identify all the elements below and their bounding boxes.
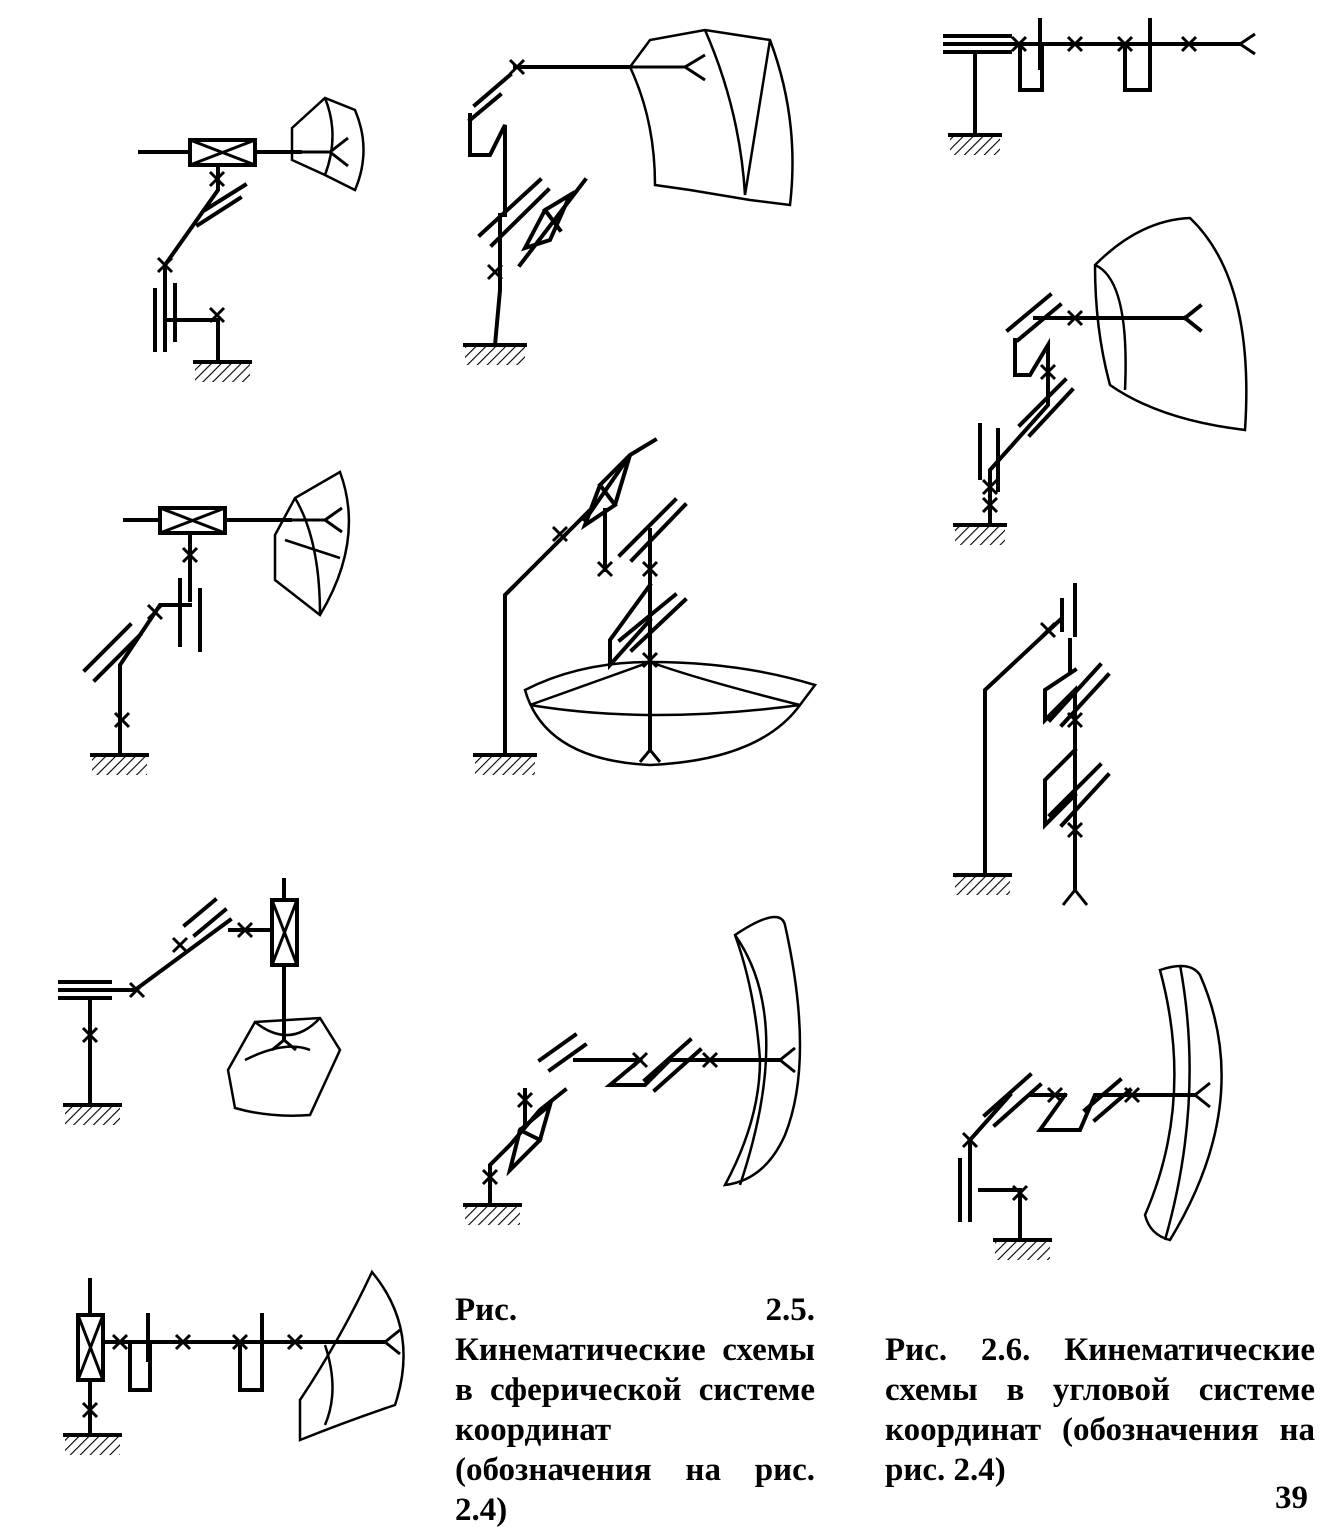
prismatic-joint xyxy=(188,138,257,167)
scheme-a6 xyxy=(953,216,1248,545)
ground-hatch xyxy=(950,135,1000,155)
ground-hatch xyxy=(465,1205,520,1225)
scheme-a9 xyxy=(463,915,802,1225)
scheme-a10 xyxy=(958,964,1223,1260)
ground-hatch xyxy=(955,525,1005,545)
scheme-a5 xyxy=(473,437,818,775)
ground-hatch xyxy=(92,755,147,775)
scheme-a4 xyxy=(82,470,351,775)
ground-hatch xyxy=(65,1435,120,1455)
scheme-a7 xyxy=(953,583,1111,906)
ground-hatch xyxy=(195,362,250,382)
figure-2-5-caption: Рис. 2.5. Кинематические схемы в сфериче… xyxy=(455,1292,815,1528)
ground-hatch xyxy=(995,1240,1050,1260)
page-number: 39 xyxy=(1275,1480,1308,1516)
ground-hatch xyxy=(65,1105,120,1125)
ground-hatch xyxy=(955,875,1010,895)
scheme-a8 xyxy=(58,878,342,1125)
figure-2-6-caption: Рис. 2.6. Кинематические схемы в угловой… xyxy=(885,1332,1315,1488)
scheme-a1 xyxy=(138,96,365,382)
scheme-a11 xyxy=(63,1269,405,1455)
scheme-a3 xyxy=(943,18,1256,155)
ground-hatch xyxy=(465,345,525,365)
prismatic-joint xyxy=(158,506,227,535)
ground-hatch xyxy=(475,755,535,775)
scheme-a2 xyxy=(463,28,794,365)
